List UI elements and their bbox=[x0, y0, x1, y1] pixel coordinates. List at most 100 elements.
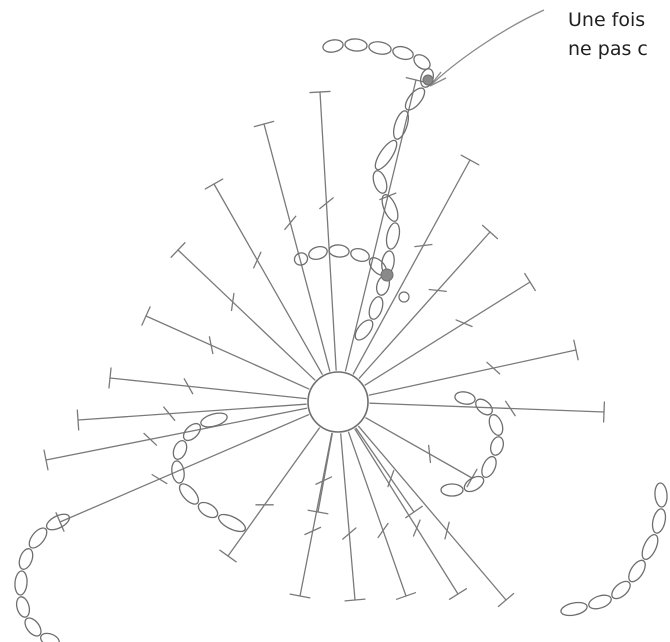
chain-stitch bbox=[587, 593, 613, 612]
treble-stitch bbox=[220, 428, 320, 562]
chain-stitch bbox=[44, 511, 72, 533]
stitch-top-bar bbox=[205, 179, 222, 189]
stitch-stem bbox=[370, 403, 604, 412]
stitch-hash-mark bbox=[388, 470, 394, 486]
stitch-stem bbox=[264, 124, 330, 371]
treble-stitch bbox=[109, 368, 306, 399]
right-lower-chain bbox=[560, 483, 668, 618]
stitch-top-bar bbox=[397, 593, 416, 600]
stitch-hash-mark bbox=[487, 362, 500, 374]
chain-stitch bbox=[199, 411, 228, 430]
treble-stitch bbox=[346, 78, 426, 371]
treble-stitch bbox=[290, 433, 332, 598]
stitch-hash-mark bbox=[445, 522, 449, 539]
treble-stitch bbox=[310, 91, 336, 370]
chain-stitch bbox=[14, 595, 31, 618]
chain-stitch bbox=[196, 499, 220, 520]
chain-stitch bbox=[650, 508, 667, 535]
treble-stitch bbox=[369, 340, 578, 395]
chain-stitch bbox=[454, 390, 476, 405]
chain-stitch bbox=[639, 532, 661, 561]
stitch-hash-mark bbox=[144, 433, 157, 445]
stitch-top-bar bbox=[461, 155, 479, 165]
stitch-stem bbox=[349, 432, 406, 596]
chain-stitch bbox=[367, 295, 386, 321]
treble-stitch bbox=[365, 274, 535, 386]
stitch-stem bbox=[300, 433, 332, 596]
chain-stitch bbox=[462, 473, 486, 494]
stitch-hash-mark bbox=[285, 216, 296, 229]
stitch-stem bbox=[78, 404, 306, 420]
treble-stitch bbox=[349, 432, 416, 599]
treble-stitch bbox=[353, 155, 478, 374]
stitch-stem bbox=[146, 316, 309, 389]
stitch-stem bbox=[60, 415, 309, 522]
chain-loops bbox=[14, 38, 668, 642]
stitch-stem bbox=[355, 429, 458, 594]
chain-stitch bbox=[14, 571, 28, 596]
stitch-top-bar bbox=[498, 594, 513, 607]
chain-stitch bbox=[402, 85, 428, 113]
chain-stitch bbox=[39, 631, 62, 642]
stitch-stem bbox=[369, 350, 576, 395]
treble-stitch bbox=[359, 225, 497, 378]
chain-stitch bbox=[170, 460, 186, 484]
stitch-stem bbox=[320, 92, 336, 370]
stitch-top-bar bbox=[142, 307, 150, 325]
chain-stitch bbox=[391, 109, 412, 141]
chain-stitch bbox=[17, 547, 36, 571]
stitch-top-bar bbox=[483, 225, 498, 238]
chain-stitch bbox=[171, 439, 189, 462]
treble-stitch bbox=[366, 418, 477, 487]
stitch-stem bbox=[228, 428, 319, 556]
magic-ring bbox=[308, 372, 368, 432]
chain-stitch bbox=[368, 40, 392, 56]
stitch-stem bbox=[359, 426, 506, 600]
treble-stitch bbox=[308, 433, 332, 513]
stitch-top-bar bbox=[345, 599, 365, 601]
treble-stitch bbox=[56, 415, 309, 531]
chain-stitch bbox=[26, 525, 50, 551]
chain-stitch bbox=[293, 251, 310, 267]
stitch-top-bar bbox=[525, 274, 536, 291]
chain-stitch bbox=[216, 511, 248, 535]
stitch-top-bar bbox=[406, 506, 422, 517]
treble-stitch bbox=[370, 401, 604, 422]
chain-stitch bbox=[371, 169, 390, 195]
treble-stitch bbox=[356, 428, 422, 517]
chain-stitch bbox=[560, 600, 589, 617]
stitch-stem bbox=[365, 282, 530, 385]
stitch-top-bar bbox=[310, 91, 330, 92]
chain-stitch bbox=[654, 483, 668, 508]
stitch-stem bbox=[341, 434, 355, 600]
chain-stitch bbox=[307, 245, 329, 262]
slip-stitch-marker bbox=[423, 75, 433, 85]
stitch-top-bar bbox=[77, 410, 78, 430]
chain-stitch bbox=[344, 38, 367, 52]
slip-stitch-marker bbox=[399, 292, 409, 302]
pointer-arrow bbox=[430, 10, 544, 86]
chain-stitch bbox=[489, 435, 506, 457]
left-petal-chain bbox=[170, 411, 248, 535]
chain-stitch bbox=[372, 138, 401, 173]
stitch-top-bar bbox=[450, 589, 467, 600]
treble-stitch bbox=[77, 404, 306, 430]
stitch-stem bbox=[366, 418, 472, 478]
chain-stitch bbox=[609, 578, 633, 602]
slip-stitch-marker bbox=[381, 269, 393, 281]
stitch-hash-mark bbox=[413, 520, 420, 536]
treble-stitch bbox=[142, 307, 309, 389]
stitch-top-bar bbox=[604, 402, 605, 422]
stitch-hash-mark bbox=[429, 445, 431, 462]
chain-stitch bbox=[328, 244, 349, 258]
treble-stitch bbox=[359, 426, 514, 606]
treble-stitch bbox=[341, 434, 365, 601]
chain-stitch bbox=[441, 484, 463, 496]
chain-stitch bbox=[391, 44, 414, 61]
chain-stitch bbox=[625, 558, 648, 585]
stitch-hash-mark bbox=[152, 475, 167, 484]
stitch-stem bbox=[46, 408, 307, 460]
chain-stitch bbox=[322, 38, 344, 53]
top-petal-chain bbox=[322, 38, 436, 343]
